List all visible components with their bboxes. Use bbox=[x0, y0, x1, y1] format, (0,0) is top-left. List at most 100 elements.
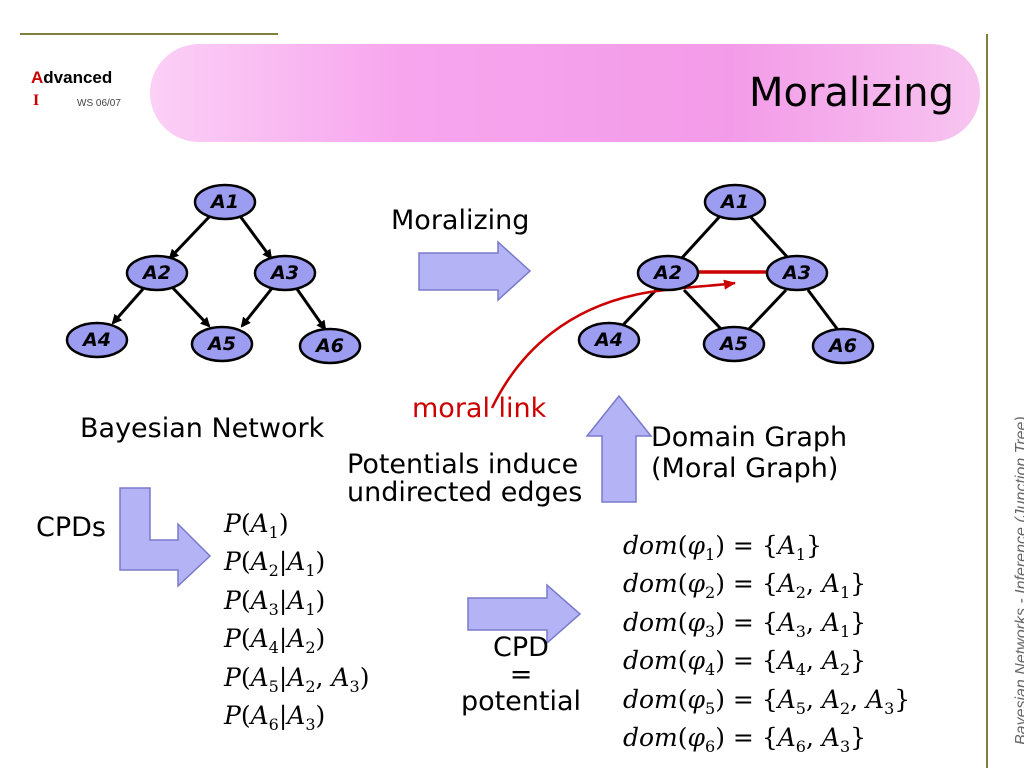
potential-label: potential bbox=[460, 686, 582, 717]
moralizing-arrow bbox=[418, 240, 532, 302]
cpd-potential-label: CPD = potential bbox=[456, 634, 586, 715]
bn-node-a6 bbox=[298, 327, 362, 365]
domain-list: dom(φ1) = {A1}dom(φ2) = {A2, A1}dom(φ3) … bbox=[623, 528, 910, 758]
domain-graph-line1: Domain Graph bbox=[651, 422, 848, 453]
domain-graph-line2: (Moral Graph) bbox=[651, 453, 839, 485]
cpd-variable: A5 bbox=[250, 662, 279, 696]
domain-formula: dom(φ3) = {A3, A1} bbox=[623, 607, 867, 641]
bn-node-a1 bbox=[193, 183, 257, 221]
domain-variable-index: 1 bbox=[839, 583, 851, 603]
logo: Advanced bbox=[31, 68, 112, 88]
cpd-formula: P(A5|A2, A3) bbox=[224, 662, 370, 696]
domain-variable: A1 bbox=[777, 531, 806, 564]
cpd-parent: A2 bbox=[287, 624, 316, 658]
phi-index: 6 bbox=[705, 736, 716, 756]
domain-variable-index: 3 bbox=[795, 621, 806, 641]
domain-variable: A1 bbox=[821, 607, 851, 641]
phi-index: 2 bbox=[705, 583, 716, 603]
cpd-variable-index: 1 bbox=[268, 523, 279, 542]
domain-variable-index: 2 bbox=[839, 660, 851, 680]
mg-node-label-a4: A4 bbox=[593, 329, 623, 351]
moral-edge-a1-a3 bbox=[746, 212, 792, 262]
domain-formula: dom(φ5) = {A5, A2, A3} bbox=[623, 684, 911, 718]
cpd-formula: P(A1) bbox=[224, 509, 289, 542]
induce-edges-arrow bbox=[585, 394, 653, 503]
edge-a1-a2 bbox=[168, 214, 212, 260]
cpd-formula: P(A6|A3) bbox=[224, 700, 326, 734]
domain-graph-label: Domain Graph (Moral Graph) bbox=[651, 422, 847, 484]
logo-word: dvanced bbox=[43, 68, 113, 87]
cpd-variable: A3 bbox=[250, 585, 279, 619]
domain-variable: A2 bbox=[821, 646, 851, 680]
mg-node-label-a6: A6 bbox=[827, 335, 857, 357]
cpd-formula: P(A2|A1) bbox=[224, 547, 326, 581]
title-banner bbox=[150, 44, 980, 142]
cpd-formula: P(A3|A1) bbox=[224, 585, 326, 619]
equals-label: = bbox=[509, 659, 533, 690]
cpds-label: CPDs bbox=[36, 512, 106, 543]
cpd-label: CPD bbox=[493, 632, 549, 663]
cpd-parent: A1 bbox=[287, 585, 316, 619]
moral-link-pointer bbox=[490, 279, 736, 409]
cpd-parent-index: 1 bbox=[305, 561, 316, 581]
mg-node-a6 bbox=[811, 327, 875, 365]
cpd-parent-index: 1 bbox=[305, 599, 316, 619]
top-rule bbox=[20, 33, 278, 35]
cpd-parent: A2 bbox=[287, 662, 316, 696]
mg-node-a1 bbox=[703, 183, 767, 221]
logo-letter-a: A bbox=[31, 68, 44, 87]
domain-variable: A2 bbox=[777, 569, 806, 603]
domain-variable: A3 bbox=[866, 684, 895, 718]
semester-label: WS 06/07 bbox=[77, 98, 121, 109]
cpd-variable: A1 bbox=[250, 509, 279, 542]
moral-edge-a2-a4 bbox=[621, 288, 658, 327]
bayesian-network-label: Bayesian Network bbox=[80, 413, 325, 444]
bn-node-label-a1: A1 bbox=[209, 191, 239, 213]
phi-symbol: φ3 bbox=[687, 607, 716, 641]
bn-node-label-a2: A2 bbox=[141, 262, 171, 284]
bn-node-a4 bbox=[65, 321, 129, 359]
phi-index: 5 bbox=[705, 698, 716, 718]
domain-formula: dom(φ4) = {A4, A2} bbox=[623, 646, 867, 680]
potentials-line1: Potentials induce bbox=[347, 449, 579, 480]
mg-node-label-a2: A2 bbox=[652, 262, 682, 284]
cpd-parent-index: 2 bbox=[305, 676, 316, 696]
domain-variable-index: 1 bbox=[839, 621, 851, 641]
phi-symbol: φ4 bbox=[687, 646, 716, 680]
cpd-parent: A3 bbox=[287, 700, 316, 734]
domain-variable-index: 1 bbox=[795, 545, 806, 564]
cpd-variable-index: 6 bbox=[268, 714, 279, 734]
bn-node-a2 bbox=[125, 254, 189, 292]
mg-node-a5 bbox=[702, 325, 766, 363]
moral-link-label: moral link bbox=[412, 393, 547, 424]
cpd-parent-index: 3 bbox=[305, 714, 316, 734]
cpd-parent-index: 3 bbox=[349, 676, 360, 696]
bn-node-a3 bbox=[253, 254, 317, 292]
edge-a2-a5 bbox=[170, 285, 211, 328]
cpd-variable-index: 3 bbox=[268, 599, 279, 619]
domain-variable: A4 bbox=[777, 646, 806, 680]
mg-node-a3 bbox=[765, 254, 829, 292]
domain-variable: A2 bbox=[821, 684, 851, 718]
domain-variable: A3 bbox=[821, 722, 851, 756]
phi-index: 1 bbox=[705, 545, 716, 564]
bn-node-label-a5: A5 bbox=[206, 333, 236, 355]
mg-node-label-a3: A3 bbox=[781, 262, 811, 284]
domain-variable: A1 bbox=[821, 569, 851, 603]
bn-node-label-a3: A3 bbox=[269, 262, 299, 284]
mg-node-a2 bbox=[636, 254, 700, 292]
domain-variable: A5 bbox=[777, 684, 806, 718]
moral-edge-a2-a5 bbox=[682, 288, 724, 332]
slide-title: Moralizing bbox=[748, 70, 954, 116]
bn-node-label-a6: A6 bbox=[314, 335, 344, 357]
cpd-parent: A1 bbox=[287, 547, 316, 581]
cpd-parent-index: 2 bbox=[305, 638, 316, 658]
moral-edge-a3-a6 bbox=[806, 289, 840, 331]
domain-variable-index: 2 bbox=[839, 698, 851, 718]
phi-symbol: φ5 bbox=[687, 684, 716, 718]
edge-a1-a3 bbox=[238, 215, 273, 260]
domain-variable: A6 bbox=[777, 722, 806, 756]
cpd-potential-arrow bbox=[467, 583, 582, 645]
edge-a3-a5 bbox=[240, 286, 275, 328]
